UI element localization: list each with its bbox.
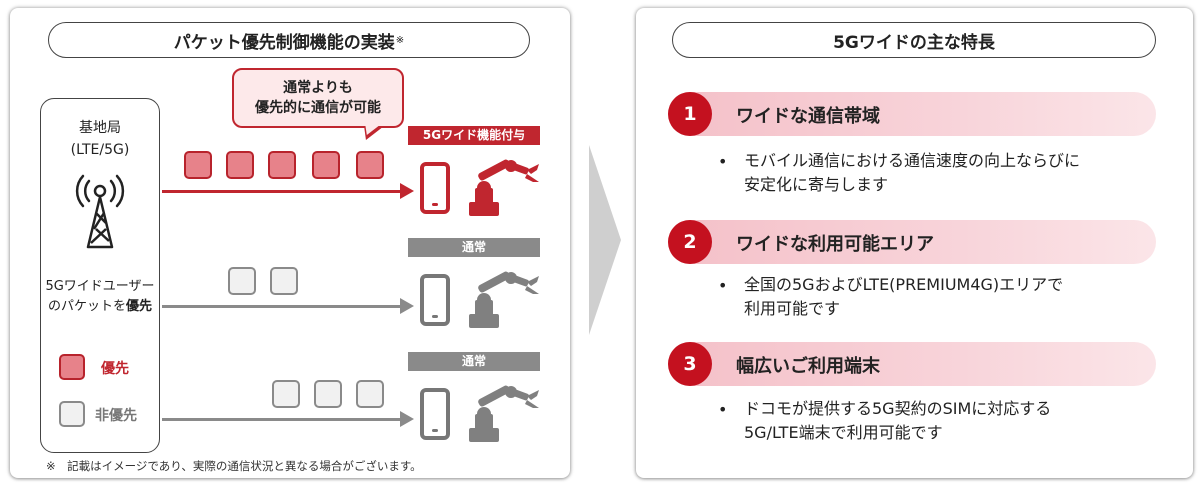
packet-normal bbox=[272, 380, 300, 408]
base-station-box: 基地局 (LTE/5G) 5Gワイドユーザー のパケットを優先 優先 非優先 bbox=[40, 98, 160, 453]
packet-normal bbox=[270, 267, 298, 295]
packet-priority bbox=[312, 151, 340, 179]
chevron-right-icon bbox=[589, 145, 621, 335]
feature-bar-1: 1 ワイドな通信帯域 bbox=[668, 92, 1156, 136]
legend-nonpriority-swatch bbox=[59, 401, 85, 427]
arrow-head-normal bbox=[400, 411, 414, 427]
user-label-2-text: のパケットを bbox=[47, 299, 126, 314]
lane-tag-normal: 通常 bbox=[408, 238, 540, 257]
footnote: ※ 記載はイメージであり、実際の通信状況と異なる場合がございます。 bbox=[46, 459, 422, 473]
robot-arm-icon bbox=[469, 271, 539, 328]
bubble-line-2: 優先的に通信が可能 bbox=[255, 100, 381, 116]
packet-normal bbox=[314, 380, 342, 408]
feature-title-3: 幅広いご利用端末 bbox=[736, 356, 880, 377]
legend-priority-label: 優先 bbox=[101, 361, 129, 377]
legend-nonpriority-label: 非優先 bbox=[95, 408, 137, 424]
left-title: パケット優先制御機能の実装※ bbox=[48, 22, 530, 58]
smartphone-icon bbox=[420, 388, 450, 440]
packet-normal bbox=[356, 380, 384, 408]
user-label-2: のパケットを優先 bbox=[41, 297, 159, 316]
feature-title-1: ワイドな通信帯域 bbox=[736, 106, 880, 127]
feature-desc-2-line-1: 全国の5GおよびLTE(PREMIUM4G)エリアで bbox=[744, 275, 1064, 294]
left-panel: パケット優先制御機能の実装※ 基地局 (LTE/5G) 5Gワイドユーザー のパ… bbox=[10, 8, 570, 478]
feature-bar-2: 2 ワイドな利用可能エリア bbox=[668, 220, 1156, 264]
packet-priority bbox=[268, 151, 296, 179]
priority-bubble: 通常よりも 優先的に通信が可能 bbox=[232, 68, 404, 128]
station-label: 基地局 bbox=[79, 120, 121, 136]
smartphone-icon bbox=[420, 162, 450, 214]
bubble-line-1: 通常よりも bbox=[283, 80, 353, 96]
packet-normal bbox=[228, 267, 256, 295]
feature-desc-3-line-2: 5G/LTE端末で利用可能です bbox=[744, 423, 943, 442]
feature-desc-3-line-1: ドコモが提供する5G契約のSIMに対応する bbox=[744, 399, 1052, 418]
feature-desc-1-line-1: モバイル通信における通信速度の向上ならびに bbox=[744, 151, 1081, 170]
user-label-bold: 優先 bbox=[126, 299, 153, 314]
title-mark: ※ bbox=[395, 34, 405, 46]
lane-tag-normal: 通常 bbox=[408, 352, 540, 371]
feature-desc-1-line-2: 安定化に寄与します bbox=[744, 175, 889, 194]
packet-priority bbox=[184, 151, 212, 179]
right-panel: 5Gワイドの主な特長 1 ワイドな通信帯域 • モバイル通信における通信速度の向… bbox=[636, 8, 1193, 478]
lane-line-priority bbox=[162, 190, 402, 193]
station-label-sub: (LTE/5G) bbox=[70, 142, 130, 158]
robot-arm-icon bbox=[469, 385, 539, 442]
arrow-head-priority bbox=[400, 183, 414, 199]
right-title: 5Gワイドの主な特長 bbox=[672, 22, 1156, 58]
lane-tag-5g-wide: 5Gワイド機能付与 bbox=[408, 126, 540, 145]
feature-number-2: 2 bbox=[668, 220, 712, 264]
arrow-head-normal bbox=[400, 298, 414, 314]
left-title-text: パケット優先制御機能の実装 bbox=[173, 32, 395, 53]
user-label: 5Gワイドユーザー bbox=[45, 279, 155, 294]
bullet-1: • bbox=[718, 152, 728, 171]
bullet-3: • bbox=[718, 400, 728, 419]
robot-arm-icon bbox=[469, 159, 539, 216]
feature-title-2: ワイドな利用可能エリア bbox=[736, 234, 934, 255]
lane-line-normal bbox=[162, 418, 402, 421]
antenna-tower-icon bbox=[75, 174, 125, 249]
feature-bar-3: 3 幅広いご利用端末 bbox=[668, 342, 1156, 386]
legend-priority-swatch bbox=[59, 354, 85, 380]
smartphone-icon bbox=[420, 274, 450, 326]
lane-line-normal bbox=[162, 305, 402, 308]
feature-number-1: 1 bbox=[668, 92, 712, 136]
packet-priority bbox=[226, 151, 254, 179]
feature-number-3: 3 bbox=[668, 342, 712, 386]
feature-desc-2-line-2: 利用可能です bbox=[744, 299, 841, 318]
bullet-2: • bbox=[718, 276, 728, 295]
packet-priority bbox=[356, 151, 384, 179]
